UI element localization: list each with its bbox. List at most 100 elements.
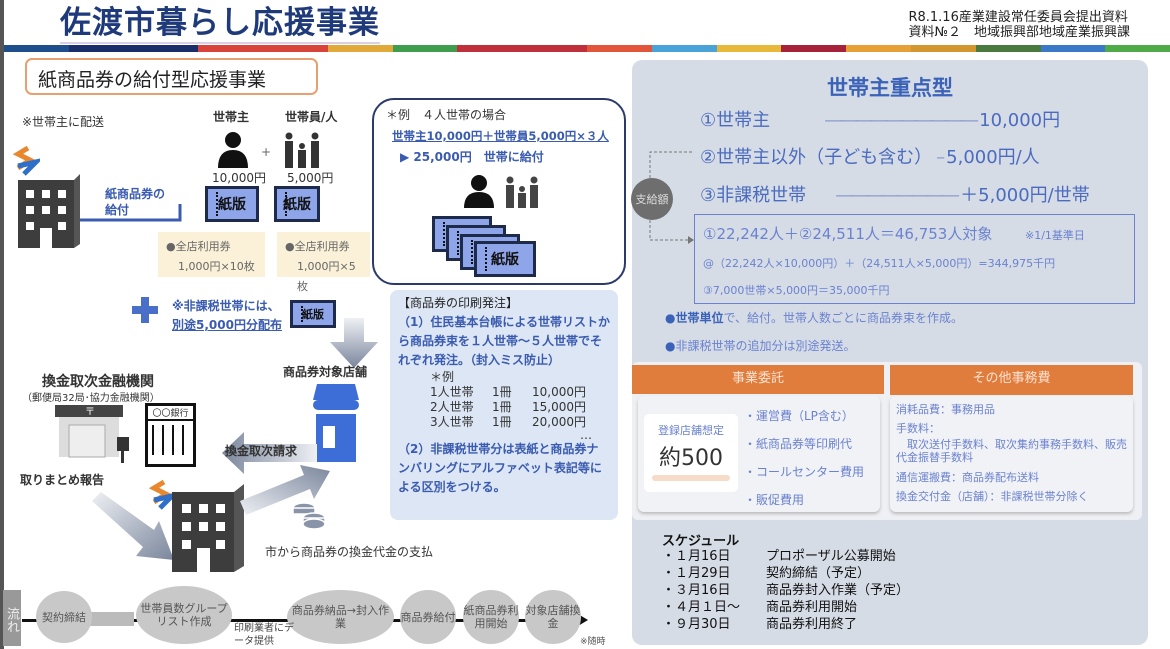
stripe-segment — [975, 45, 1041, 52]
delivery-note: ※世帯主に配送 — [22, 115, 105, 129]
allowance-label: ③非課税世帯 — [700, 185, 807, 206]
paper-voucher-icon: 紙版 — [205, 186, 259, 222]
flow-step: 契約締結 — [36, 591, 92, 643]
other-cost-item: 消耗品費：事務用品 — [896, 403, 995, 416]
stripe-segment — [392, 45, 458, 52]
bullet-nontax: ●非課税世帯の追加分は別途発送。 — [665, 339, 856, 353]
allowance-value: 5,000円/人 — [946, 147, 1040, 168]
left-arrow-icon — [222, 432, 317, 474]
person-icon — [464, 175, 494, 208]
other-costs-box: 消耗品費：事務用品手数料： 取次送付手数料、取次集約事務手数料、販売代金振替手数… — [890, 396, 1133, 512]
page-title: 佐渡市暮らし応援事業 — [60, 4, 380, 44]
city-hall-building-icon — [172, 484, 244, 572]
stripe-segment — [457, 45, 523, 52]
store-label: 商品券対象店舗 — [283, 365, 368, 379]
plan-heading: 世帯主重点型 — [827, 76, 953, 100]
bank-title: 換金取次金融機関 — [42, 374, 154, 390]
bullet-bold: 世帯単位 — [675, 311, 724, 325]
flow-step: 商品券給付 — [400, 590, 456, 644]
example-result: ▶ 25,000円 世帯に給付 — [400, 150, 544, 164]
print-order-box: 【商品券の印刷発注】 （1）住民基本台帳による世帯リストから商品券束を１人世帯～… — [390, 290, 618, 520]
other-cost-item: 手数料： — [896, 422, 940, 435]
stripe-segment — [263, 45, 328, 52]
person-icon — [218, 132, 248, 168]
example-cell: 10,000円 — [532, 385, 586, 399]
schedule-title: スケジュール — [662, 534, 740, 549]
stripe-segment — [198, 45, 264, 52]
schedule-date: ・１月29日 — [662, 566, 731, 581]
example-title: ＊例 ４人世帯の場合 — [386, 108, 507, 122]
schedule-date: ・９月30日 — [662, 617, 731, 632]
head-label: 世帯主 — [213, 110, 250, 124]
flow-step: 対象店舗換金 — [525, 590, 581, 644]
member-label: 世帯員/人 — [285, 110, 338, 124]
consign-item: ・販促費用 — [744, 493, 805, 507]
flow-connector — [90, 612, 134, 626]
nontax-note: ※非課税世帯には、別途5,000円分配布 — [172, 297, 282, 335]
schedule-date: ・４月１日～ — [662, 600, 741, 615]
store-estimate-value: 約500 — [659, 446, 723, 471]
document-meta: R8.1.16産業建設常任委員会提出資料 資料№２ 地域振興部地域産業振興課 — [908, 10, 1130, 40]
plus-sign: + — [261, 145, 272, 159]
head-amount: 10,000円 — [212, 171, 266, 185]
example-cell: 15,000円 — [532, 400, 586, 414]
schedule-item: ・３月16日商品券封入作業（予定） — [662, 582, 909, 599]
schedule-date: ・３月16日 — [662, 583, 731, 598]
right-panel — [632, 60, 1148, 645]
report-arrow-icon — [92, 492, 174, 560]
example-bubble: ＊例 ４人世帯の場合 世帯主10,000円＋世帯員5,000円×３人 ▶ 25,… — [372, 98, 626, 285]
bank-icon: 〇〇銀行 — [145, 403, 196, 467]
bank-sign: 〇〇銀行 — [148, 406, 193, 421]
store-estimate-card: 登録店舗想定 約500 — [644, 414, 738, 492]
data-provision-note: 印刷業者にデータ提供 — [234, 623, 294, 647]
schedule-event: プロポーザル公募開始 — [766, 549, 896, 564]
consign-box: 登録店舗想定 約500 ・運営費（LP含む）・紙商品券等印刷代・コールセンター費… — [638, 396, 880, 512]
meta-line-2: 資料№２ 地域振興部地域産業振興課 — [908, 25, 1130, 40]
allowance-dash: ―――――――― — [836, 185, 959, 206]
allowance-row: ②世帯主以外（子ども含む）–5,000円/人 — [700, 143, 1040, 169]
schedule-item: ・９月30日 商品券利用終了 — [662, 616, 909, 633]
paper-voucher-icon: 紙版 — [290, 300, 336, 328]
bullet-text: 非課税世帯の追加分は別途発送。 — [675, 339, 856, 353]
payment-badge: 支給額 — [631, 178, 673, 220]
allowance-dash: ―――――――――― — [825, 110, 978, 131]
example-cell: 1冊 — [492, 400, 512, 414]
example-label: ＊例 — [430, 370, 455, 384]
allowance-value: 10,000円 — [979, 110, 1061, 131]
store-estimate-label: 登録店舗想定 — [658, 424, 724, 437]
stripe-segment — [910, 45, 976, 52]
schedule-item: ・１月29日契約締結（予定） — [662, 565, 909, 582]
allowance-dash: – — [936, 147, 945, 168]
other-cost-item: 換金交付金（店舗）：非課税世帯分除く — [896, 490, 1089, 503]
left-edge — [0, 0, 4, 649]
flow-step: 商品券納品→封入作業 — [287, 590, 394, 644]
grant-connector — [80, 204, 182, 222]
stripe-segment — [1105, 45, 1170, 52]
schedule-event: 商品券利用終了 — [766, 617, 858, 632]
city-hall-building-icon — [18, 174, 80, 248]
stripe-segment — [327, 45, 393, 52]
stripe-segment — [846, 45, 911, 52]
consign-items: ・運営費（LP含む）・紙商品券等印刷代・コールセンター費用・販促費用 — [744, 402, 864, 514]
other-cost-item: 通信運搬費：商品券配布送料 — [896, 471, 1039, 484]
coupon-title: ●全店利用券 — [285, 240, 350, 253]
store-icon — [313, 384, 359, 462]
print-order-title: 【商品券の印刷発注】 — [398, 296, 519, 310]
example-formula: 世帯主10,000円＋世帯員5,000円×３人 — [392, 129, 609, 143]
report-label: 取りまとめ報告 — [20, 473, 105, 487]
schedule-date: ・１月16日 — [662, 549, 731, 564]
calculation-box: ①22,242人＋②24,511人＝46,753人対象 ※1/1基準日 @（22… — [694, 214, 1135, 304]
example-cell: 1冊 — [492, 385, 512, 399]
example-cell: 20,000円 — [532, 415, 586, 429]
meta-line-1: R8.1.16産業建設常任委員会提出資料 — [908, 10, 1128, 25]
plus-icon — [132, 297, 158, 323]
schedule-event: 商品券利用開始 — [766, 600, 858, 615]
stripe-segment — [1040, 45, 1106, 52]
exchange-request-label: 換金取次請求 — [225, 444, 298, 458]
post-office-icon: 〒 — [55, 405, 129, 463]
flow-note: ※随時 — [580, 637, 606, 647]
